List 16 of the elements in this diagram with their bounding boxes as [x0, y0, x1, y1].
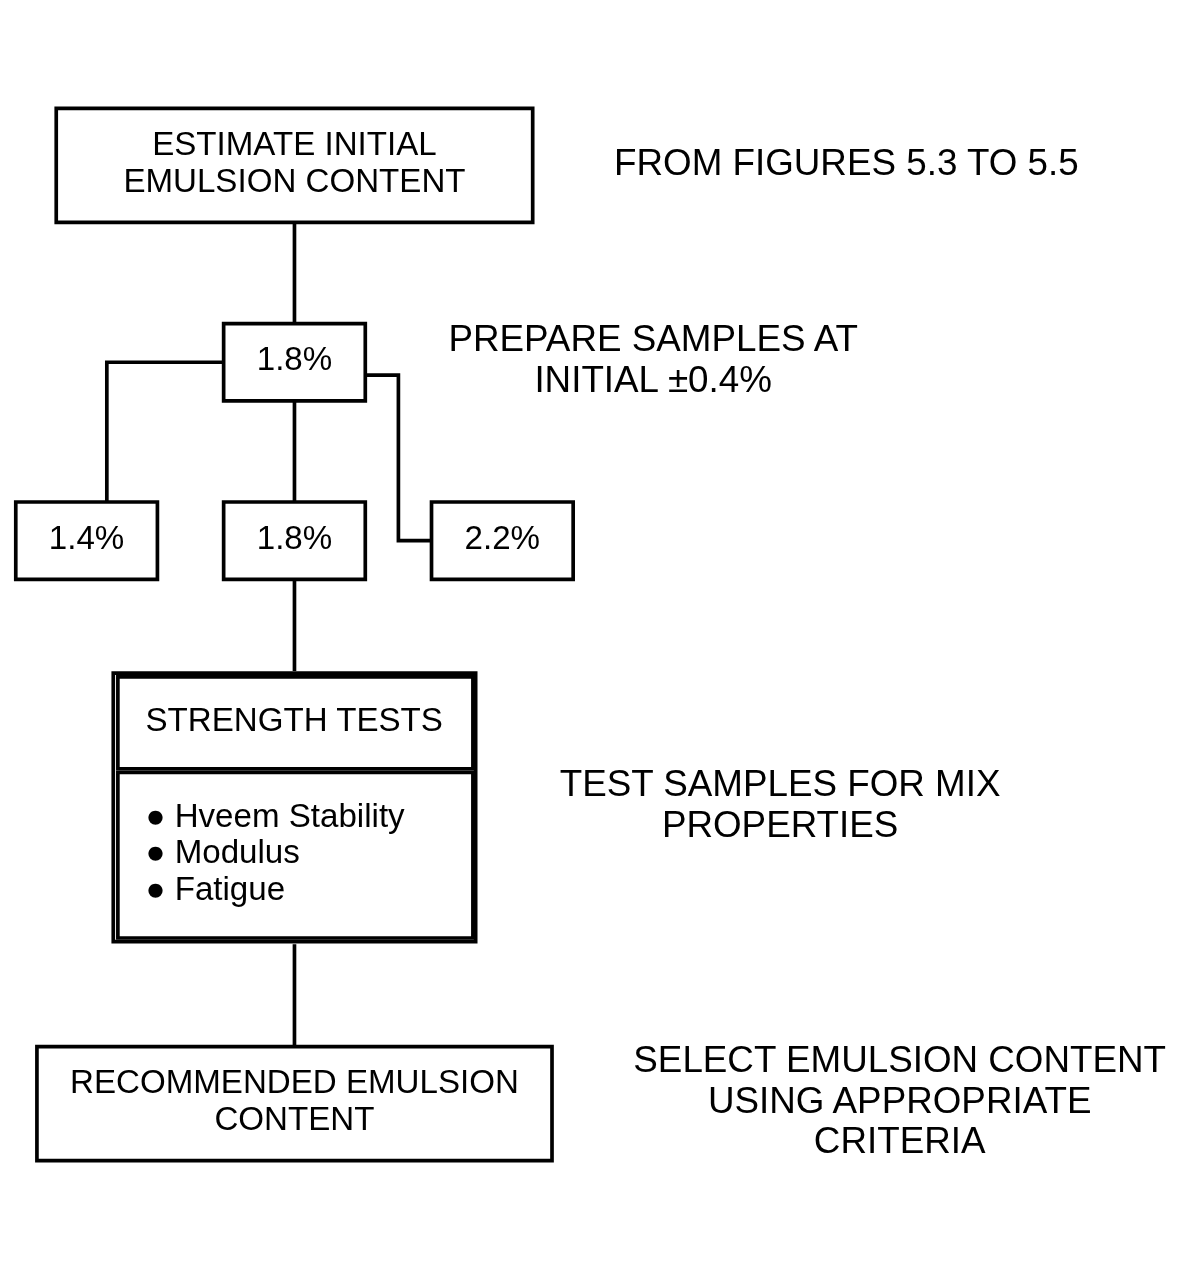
- label: TEST SAMPLES FOR MIX PROPERTIES: [559, 762, 1001, 845]
- label: SELECT EMULSION CONTENT USING APPROPRIATE CRITERIA: [633, 1038, 1167, 1161]
- connector: [365, 372, 432, 542]
- node-box: 1.4%: [13, 499, 160, 581]
- node-box: 1.8%: [221, 321, 368, 403]
- node-box: 2.2%: [429, 499, 575, 581]
- connector: [292, 400, 297, 502]
- connector: [292, 943, 297, 1046]
- label: PREPARE SAMPLES AT INITIAL ±0.4%: [448, 317, 858, 400]
- connector: [105, 359, 224, 502]
- label: FROM FIGURES 5.3 TO 5.5: [614, 141, 1079, 183]
- node-box: 1.8%: [221, 499, 368, 581]
- connector: [292, 578, 297, 671]
- node-box: RECOMMENDED EMULSION CONTENT: [35, 1044, 554, 1162]
- connector: [292, 222, 297, 323]
- node-box: ESTIMATE INITIAL EMULSION CONTENT: [54, 106, 535, 224]
